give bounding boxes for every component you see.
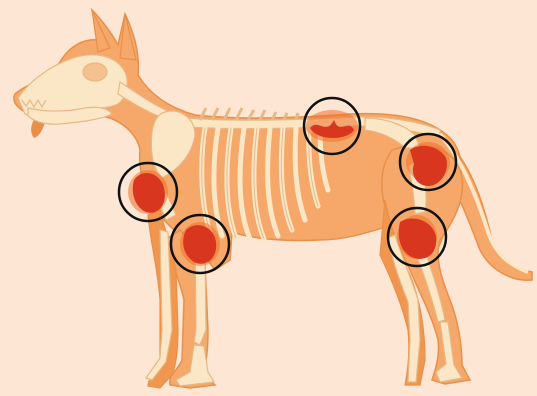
jaw (28, 107, 112, 124)
hip-joint-highlight (400, 134, 456, 190)
